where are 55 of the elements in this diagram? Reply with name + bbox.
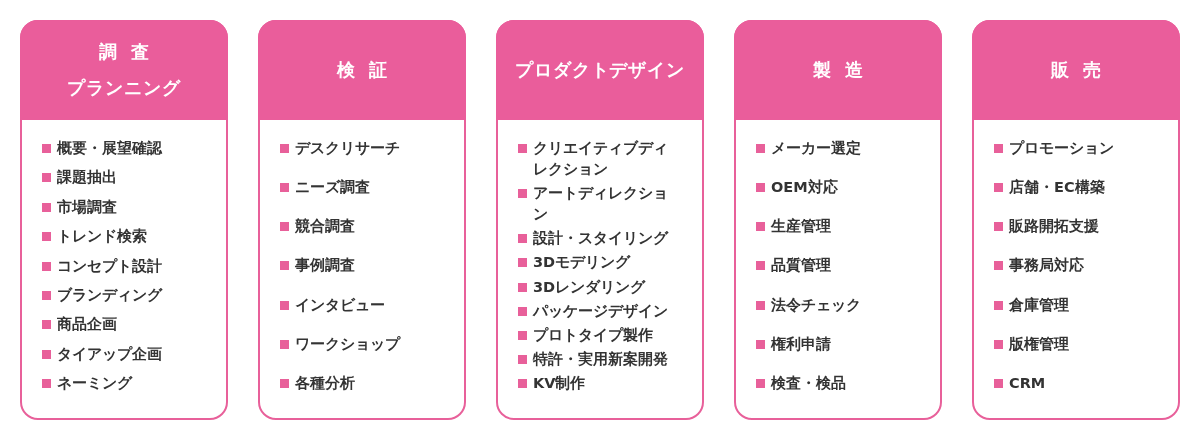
bullet-item: 検査・検品 [756, 372, 919, 394]
bullet-item: 生産管理 [756, 216, 919, 238]
card-header [972, 20, 1180, 120]
bullet-item: OEM対応 [756, 177, 919, 199]
bullet-item: プロモーション [994, 138, 1157, 159]
header-text: 製造 [812, 58, 878, 82]
bullet-item: 概要・展望確認 [42, 138, 205, 159]
card-header [734, 20, 942, 120]
bullet-item: 3Dレンダリング [518, 276, 681, 298]
bullet-item: 品質管理 [756, 255, 919, 277]
bullet-item: コンセプト設計 [42, 255, 205, 277]
service-card [972, 20, 1180, 420]
bullet-item: KV制作 [518, 373, 681, 394]
bullet-item: ワークショップ [280, 333, 443, 355]
bullet-item: 権利申請 [756, 333, 919, 355]
bullet-item: 法令チェック [756, 294, 919, 316]
bullet-item: ネーミング [42, 373, 205, 394]
card-header [20, 20, 228, 120]
bullet-item: 商品企画 [42, 314, 205, 336]
service-card [734, 20, 942, 420]
bullet-item: 倉庫管理 [994, 294, 1157, 316]
bullet-item: 事務局対応 [994, 255, 1157, 277]
header-text: 販売 [1050, 58, 1116, 82]
card-header [496, 20, 704, 120]
bullet-item: クリエイティブディレクション [518, 138, 681, 180]
bullet-item: 各種分析 [280, 372, 443, 394]
header-text: プランニング [67, 76, 181, 100]
service-card [496, 20, 704, 420]
bullet-item: 3Dモデリング [518, 252, 681, 274]
service-card [258, 20, 466, 420]
bullet-item: パッケージデザイン [518, 300, 681, 322]
bullet-item: アートディレクション [518, 183, 681, 226]
bullet-item: 競合調査 [280, 216, 443, 238]
bullet-item: トレンド検索 [42, 226, 205, 248]
bullet-item: 課題抽出 [42, 167, 205, 189]
bullet-item: メーカー選定 [756, 138, 919, 159]
bullet-item: ニーズ調査 [280, 177, 443, 199]
card-header [258, 20, 466, 120]
bullet-item: 版権管理 [994, 333, 1157, 355]
bullet-item: 特許・実用新案開発 [518, 348, 681, 370]
bullet-item: タイアップ企画 [42, 343, 205, 365]
bullet-item: 事例調査 [280, 255, 443, 277]
header-text: 調査 [98, 40, 164, 64]
header-text: 検証 [336, 58, 402, 82]
bullet-item: 市場調査 [42, 196, 205, 218]
bullet-item: インタビュー [280, 294, 443, 316]
bullet-item: 販路開拓支援 [994, 216, 1157, 238]
bullet-item: デスクリサーチ [280, 138, 443, 159]
bullet-item: CRM [994, 372, 1157, 394]
bullet-item: 設計・スタイリング [518, 228, 681, 250]
bullet-item: ブランディング [42, 284, 205, 306]
bullet-item: 店舗・EC構築 [994, 177, 1157, 199]
header-text: プロダクトデザイン [514, 58, 686, 82]
bullet-item: プロトタイプ製作 [518, 324, 681, 346]
service-card [20, 20, 228, 420]
